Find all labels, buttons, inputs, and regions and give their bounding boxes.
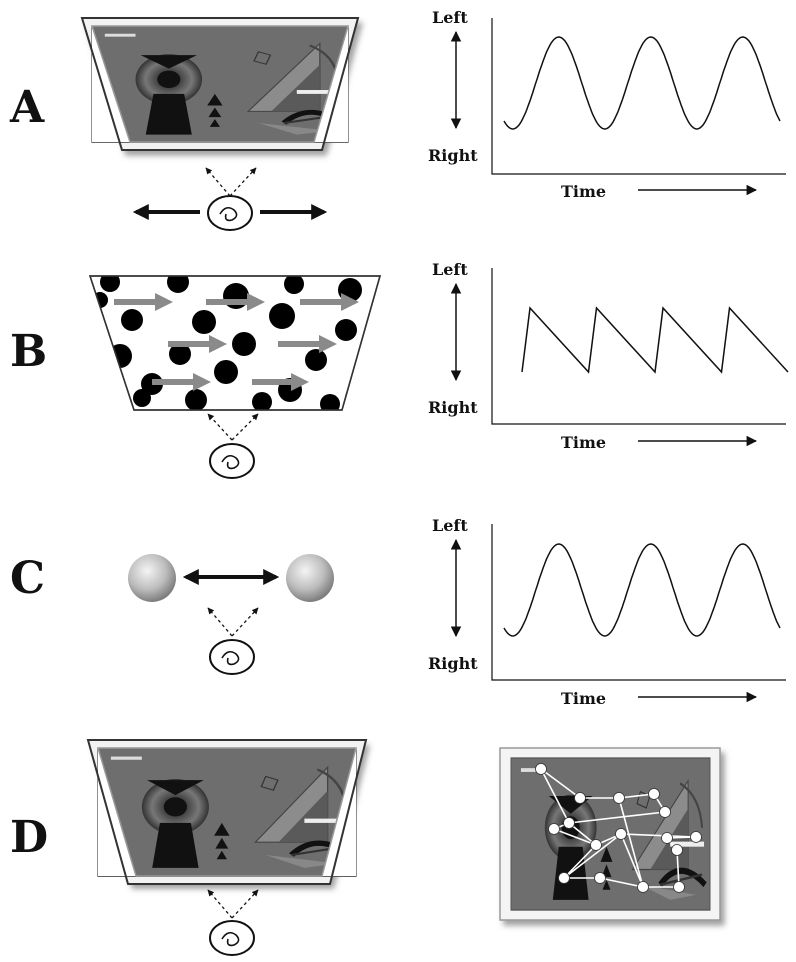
dot [214,360,238,384]
plot-a-time-label: Time [561,182,607,201]
fixation-point [594,872,606,884]
fixation-point [690,831,702,843]
row-label-b: B [10,326,48,377]
row-label-c: C [10,553,46,604]
eye-icon-c [207,607,259,675]
fixation-point [558,872,570,884]
fixation-point [648,788,660,800]
fixation-point [673,881,685,893]
dot [338,278,362,302]
fixation-point [574,792,586,804]
fixation-point [661,832,673,844]
dot [232,332,256,356]
dot [121,309,143,331]
dot [252,392,272,410]
plot-b-time-label: Time [561,433,607,452]
plot-c-right-label: Right [428,654,478,673]
plot-a [450,18,786,196]
dot [284,276,304,294]
fixation-point [613,792,625,804]
dot [133,389,151,407]
plot-b-waveform [521,306,789,374]
dot [335,319,357,341]
moving-dots-display [88,275,381,411]
fixation-point [659,806,671,818]
dot [269,303,295,329]
plot-a-waveform [503,36,781,130]
plot-c-time-label: Time [561,689,607,708]
dot [169,343,191,365]
sphere-right [286,554,334,602]
dot [320,394,340,410]
row-label-d: D [10,812,49,863]
painting-a [80,17,360,151]
plot-a-left-label: Left [432,8,468,27]
fixation-point [615,828,627,840]
fixation-point [671,844,683,856]
fixation-point [548,823,560,835]
row-label-a: A [10,82,45,133]
painting-d [86,739,368,885]
sphere-left [128,554,176,602]
dot [192,310,216,334]
scanpath-painting [499,747,721,921]
dot [100,276,120,292]
plot-a-right-label: Right [428,146,478,165]
plot-c-waveform [503,543,781,637]
fixation-scanpath [535,763,702,893]
fixation-point [535,763,547,775]
dot [108,344,132,368]
scanpath-line [540,768,697,888]
plot-b-right-label: Right [428,398,478,417]
eye-icon-d [207,889,259,956]
eye-icon-a [205,167,257,231]
plot-c [450,524,786,703]
dot [362,354,380,374]
dot [305,349,327,371]
dot [223,283,249,309]
dot [167,276,189,293]
plot-c-left-label: Left [432,516,468,535]
plot-b [450,268,789,447]
fixation-point [637,881,649,893]
fixation-point [563,817,575,829]
fixation-point [590,839,602,851]
plot-b-left-label: Left [432,260,468,279]
dot [185,389,207,410]
eye-icon-b [207,413,259,479]
